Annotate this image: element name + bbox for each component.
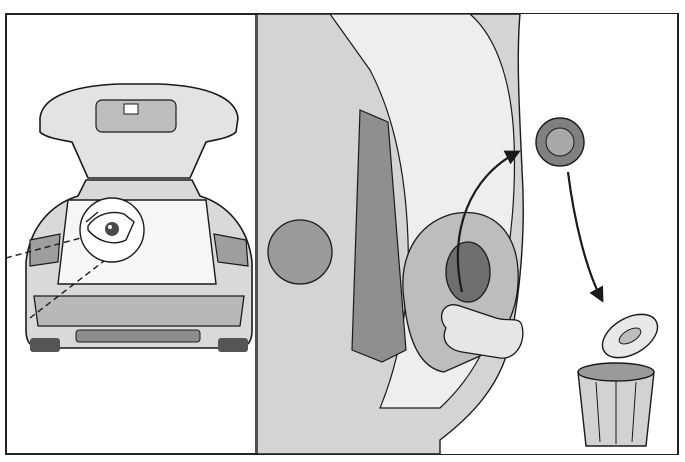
left-tire xyxy=(30,338,60,352)
right-tire xyxy=(218,338,248,352)
tailgate-light xyxy=(124,104,138,114)
bumper-lower xyxy=(76,330,200,342)
plug-hole xyxy=(446,242,490,302)
side-recess xyxy=(268,220,332,284)
rear-bumper xyxy=(34,296,244,326)
plug-icon xyxy=(536,118,584,166)
left-tail-light xyxy=(30,234,60,266)
detail-illustration xyxy=(257,14,677,454)
